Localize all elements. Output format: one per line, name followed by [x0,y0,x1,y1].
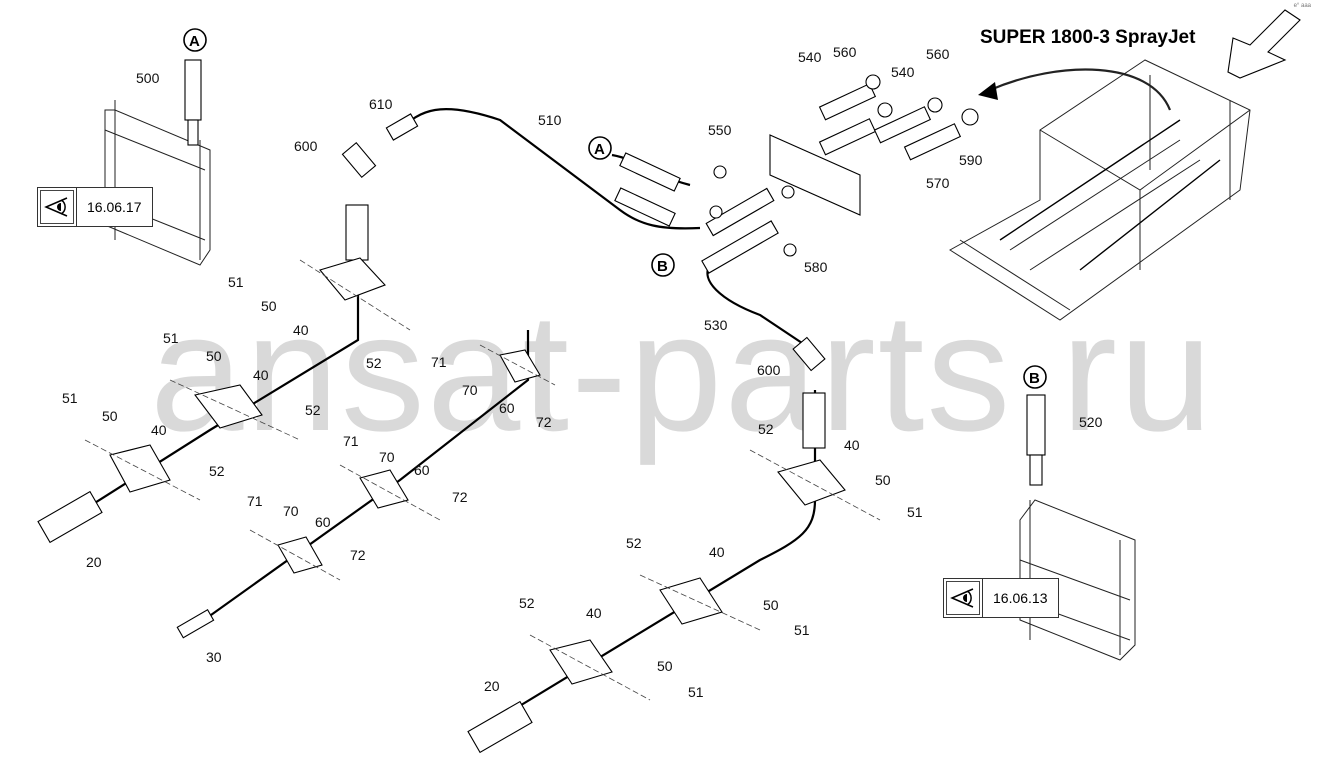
part-label: 570 [926,175,950,191]
reference-box-16-06-17[interactable]: 16.06.17 [37,187,153,227]
reference-number: 16.06.13 [993,590,1048,606]
part-label: 60 [315,514,331,530]
part-label: 50 [102,408,118,424]
part-label: 30 [206,649,222,665]
part-label: 70 [462,382,478,398]
part-label: 51 [163,330,179,346]
part-label: 580 [804,259,828,275]
connector-a-top: A [183,28,207,52]
frame-left [104,59,211,266]
hose-510 [399,108,701,230]
part-label: 52 [209,463,225,479]
diagram-title: SUPER 1800-3 SprayJet [980,27,1196,48]
part-label: 71 [247,493,263,509]
part-label: 70 [379,449,395,465]
part-label: 50 [763,597,779,613]
machine-overview [949,59,1251,321]
connector-a-mid: A [588,136,612,160]
eye-view-icon [38,188,77,226]
part-label: 590 [959,152,983,168]
part-label: 51 [794,622,810,638]
part-label: 520 [1079,414,1103,430]
part-label: 40 [586,605,602,621]
part-label: 540 [798,49,822,65]
part-label: 72 [452,489,468,505]
part-label: 600 [294,138,318,154]
part-label: 50 [657,658,673,674]
part-label: 530 [704,317,728,333]
part-label: 52 [519,595,535,611]
part-label: 71 [431,354,447,370]
part-label: 52 [758,421,774,437]
reference-box-16-06-13[interactable]: 16.06.13 [943,578,1059,618]
reference-number: 16.06.17 [87,199,142,215]
part-label: 71 [343,433,359,449]
svg-text:A: A [189,33,200,50]
part-label: 540 [891,64,915,80]
bulkhead-plate [769,134,861,216]
hose-lower [479,390,817,731]
part-label: 510 [538,112,562,128]
part-label: 560 [926,46,950,62]
part-label: 600 [757,362,781,378]
watermark: ansat-parts.ru [150,278,1214,466]
svg-text:A: A [594,141,605,158]
part-label: 550 [708,122,732,138]
view-arrow [1227,9,1301,79]
svg-text:B: B [1029,370,1040,387]
part-label: 20 [86,554,102,570]
part-label: 51 [688,684,704,700]
part-label: 40 [253,367,269,383]
part-label: 51 [62,390,78,406]
part-label: 20 [484,678,500,694]
connector-b-right: B [1023,365,1047,389]
corner-mark: e° aaa [1293,3,1311,9]
part-label: 51 [907,504,923,520]
part-label: 500 [136,70,160,86]
part-label: 50 [206,348,222,364]
part-label: 40 [709,544,725,560]
part-label: 52 [366,355,382,371]
part-labels: 500 610 600 510 550 540 560 540 560 590 … [62,44,1103,700]
curved-arrow [989,68,1172,111]
part-label: 52 [626,535,642,551]
part-label: 60 [414,462,430,478]
frame-right [1019,394,1136,661]
part-label: 51 [228,274,244,290]
part-label: 60 [499,400,515,416]
part-label: 70 [283,503,299,519]
part-label: 40 [293,322,309,338]
part-label: 50 [261,298,277,314]
part-label: 72 [350,547,366,563]
part-label: 40 [844,437,860,453]
part-label: 72 [536,414,552,430]
connector-b-mid: B [651,253,675,277]
part-label: 560 [833,44,857,60]
part-label: 52 [305,402,321,418]
eye-view-icon [944,579,983,617]
clamps [84,257,881,701]
part-label: 40 [151,422,167,438]
part-label: 50 [875,472,891,488]
part-label: 610 [369,96,393,112]
svg-text:B: B [657,258,668,275]
